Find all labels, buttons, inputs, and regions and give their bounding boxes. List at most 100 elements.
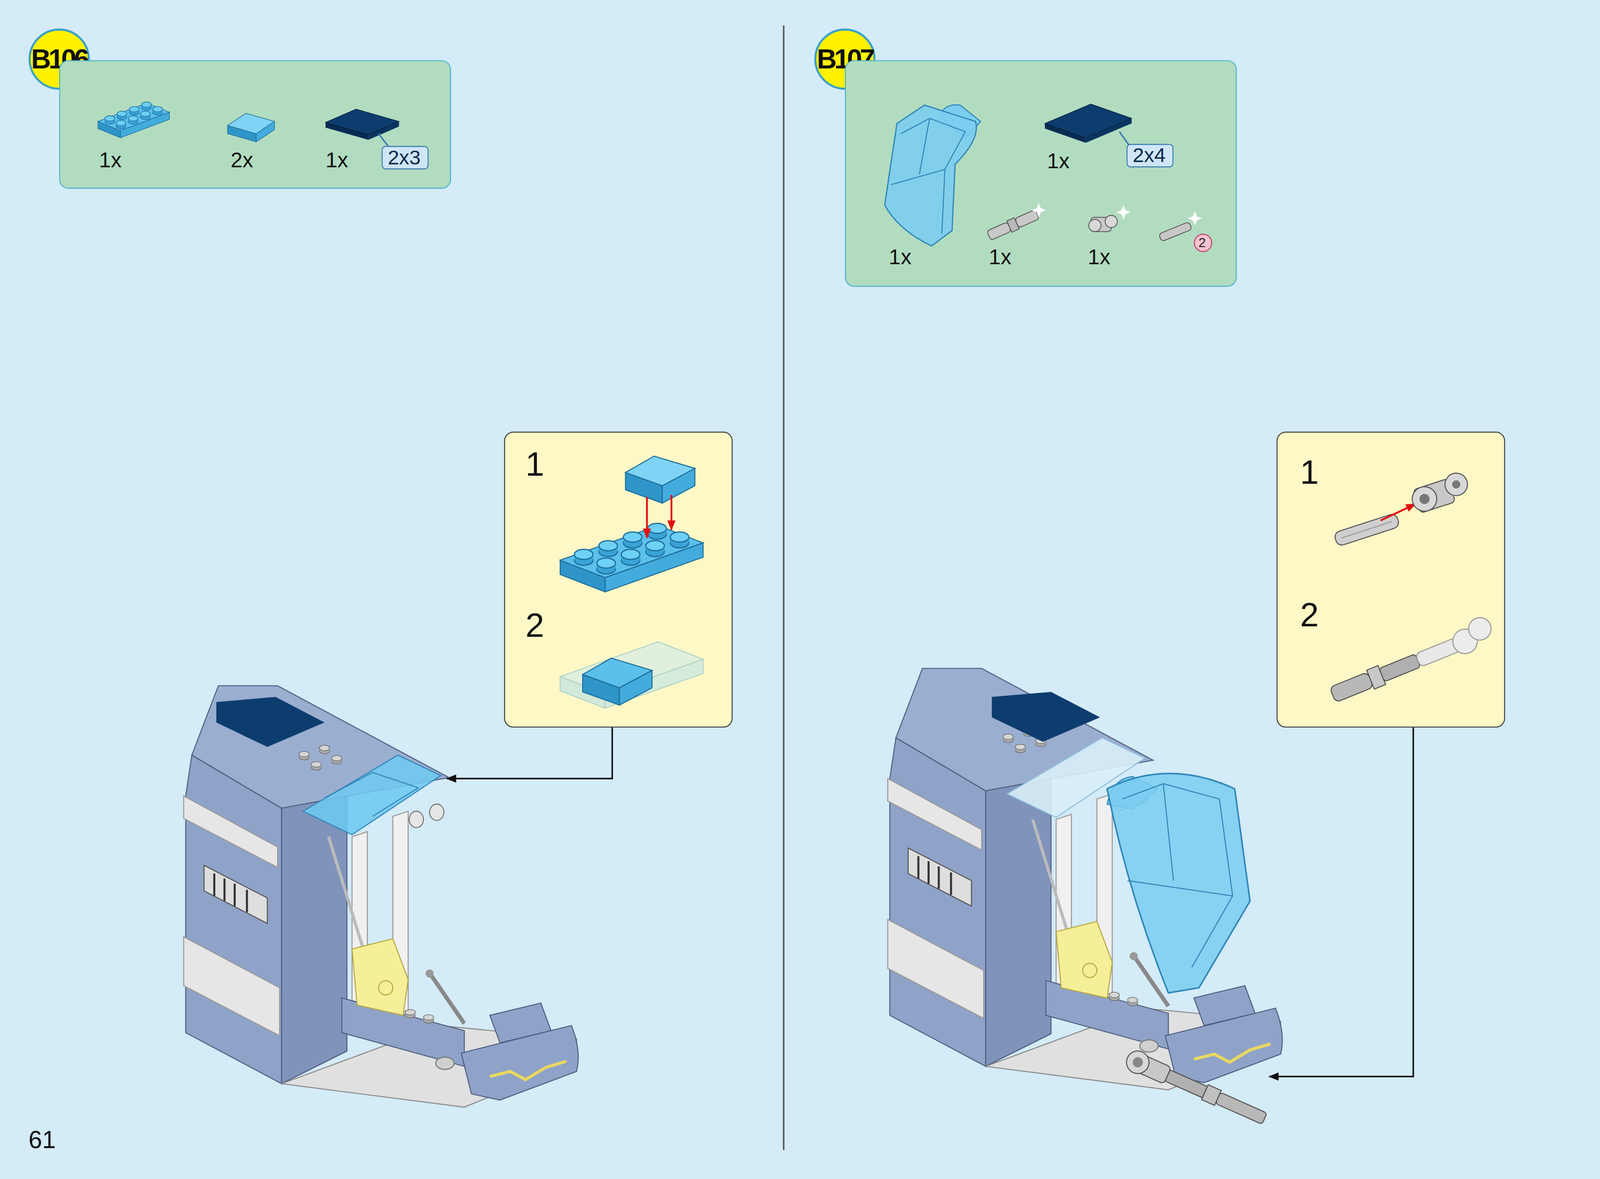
drawing-part xyxy=(1163,783,1174,881)
drawing-part xyxy=(1215,1092,1268,1125)
drawing-part xyxy=(1088,215,1118,232)
drawing-part xyxy=(1031,202,1046,218)
size-tag: 2x4 xyxy=(1126,143,1174,168)
drawing-part xyxy=(216,697,325,748)
part-count: 1x xyxy=(1046,150,1070,172)
part-count: 1x xyxy=(988,246,1012,268)
page-number: 61 xyxy=(28,1125,56,1154)
drawing-part xyxy=(1329,671,1374,703)
divider xyxy=(783,25,785,1150)
drawing-part xyxy=(1158,221,1192,242)
part-count: 1x xyxy=(325,149,349,171)
model-107 xyxy=(887,668,1283,1129)
drawing-part xyxy=(1116,205,1131,220)
model-106 xyxy=(183,685,579,1108)
drawing-part xyxy=(623,532,642,548)
drawing-part xyxy=(884,105,977,246)
drawing-part xyxy=(152,106,163,115)
quantity-circle: 2 xyxy=(1193,233,1213,253)
part-count: 2x xyxy=(230,149,254,171)
drawing-part xyxy=(670,494,673,530)
drawing-part xyxy=(1122,1047,1270,1130)
drawing-part xyxy=(625,456,695,486)
drawing-part xyxy=(116,111,127,120)
drawing-part xyxy=(115,120,126,129)
drawing-part xyxy=(1333,512,1400,547)
drawing-part xyxy=(1107,773,1251,994)
drawing-part xyxy=(670,532,690,548)
drawing-part xyxy=(1044,104,1132,138)
leader-line xyxy=(447,727,613,779)
drawing-part xyxy=(1465,614,1495,644)
drawing-part xyxy=(1417,492,1431,506)
part-count: 1x xyxy=(1087,246,1111,268)
drawing-part xyxy=(1127,880,1233,896)
drawing-part xyxy=(1326,614,1498,707)
drawing-part xyxy=(991,691,1101,742)
drawing-part xyxy=(227,113,275,134)
drawing-part xyxy=(670,532,690,548)
parts-panel: 1x 2x 1x 2x3 xyxy=(59,60,452,190)
drawing-part xyxy=(303,755,441,835)
drawing-part xyxy=(1014,209,1040,229)
drawing-part xyxy=(574,549,594,566)
drawing-part xyxy=(1130,1055,1145,1069)
drawing-part xyxy=(1408,470,1472,515)
size-tag: 2x3 xyxy=(381,145,429,170)
drawing-part xyxy=(1408,483,1440,515)
drawing-part xyxy=(560,641,704,709)
label-text: 2 xyxy=(1198,235,1207,250)
drawing-part xyxy=(986,221,1012,241)
substep-box: 12 xyxy=(1276,431,1505,728)
drawing-part xyxy=(1122,1047,1153,1077)
drawing-part xyxy=(183,685,579,1108)
drawing-part xyxy=(129,106,140,115)
drawing-part xyxy=(647,523,667,539)
drawing-part xyxy=(647,523,667,539)
drawing-part xyxy=(645,540,665,557)
drawing-part xyxy=(324,772,373,799)
drawing-part xyxy=(1165,1070,1208,1098)
drawing-part xyxy=(645,540,665,557)
drawing-part xyxy=(1451,479,1462,490)
drawing-part xyxy=(645,497,648,538)
leader-line xyxy=(1269,727,1414,1077)
drawing-part xyxy=(325,109,400,135)
drawing-part xyxy=(560,523,704,592)
drawing-part xyxy=(140,111,151,120)
drawing-part xyxy=(1333,512,1400,547)
drawing-part xyxy=(372,772,419,788)
drawing-part xyxy=(596,557,616,574)
label-text: 2x3 xyxy=(387,146,421,168)
drawing-part xyxy=(621,549,640,566)
drawing-part xyxy=(372,787,419,817)
callout-number: 1 xyxy=(1300,455,1319,489)
drawing-part xyxy=(596,557,616,574)
drawing-part xyxy=(1088,219,1102,232)
drawing-part xyxy=(1379,653,1421,682)
drawing-part xyxy=(1119,131,1130,146)
drawing-part xyxy=(1105,215,1118,228)
drawing-part xyxy=(1122,783,1233,968)
drawing-part xyxy=(378,133,389,147)
drawing-part xyxy=(1341,521,1392,538)
drawing-part xyxy=(986,208,1040,242)
drawing-part xyxy=(560,525,704,578)
callout-number: 1 xyxy=(525,447,545,481)
part-count: 1x xyxy=(98,149,122,171)
drawing-part xyxy=(574,549,594,566)
drawing-part xyxy=(623,532,642,548)
drawing-part xyxy=(97,103,170,131)
label-text: 2x4 xyxy=(1132,144,1166,166)
drawing-part xyxy=(887,668,1283,1090)
drawing-part xyxy=(582,658,652,688)
drawing-part xyxy=(1187,210,1202,226)
drawing-part xyxy=(1380,504,1416,521)
drawing-part xyxy=(105,115,115,125)
drawing-part xyxy=(1158,221,1192,242)
drawing-part xyxy=(598,540,618,557)
drawing-part xyxy=(128,115,139,125)
drawing-part xyxy=(891,169,946,185)
